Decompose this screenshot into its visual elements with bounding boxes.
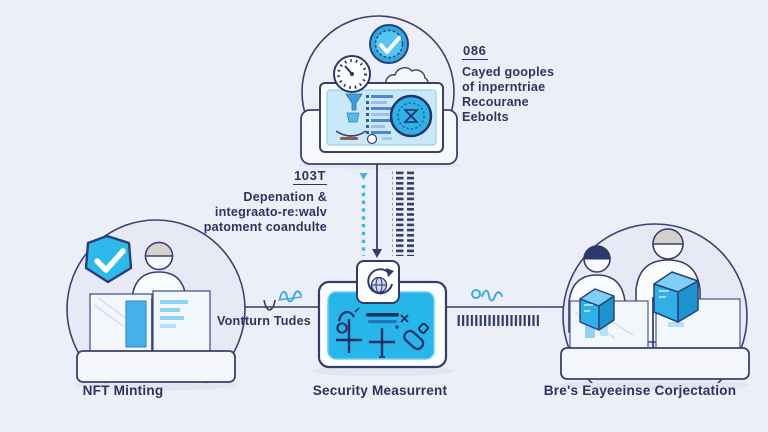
equals-cross-icon bbox=[366, 313, 399, 358]
wave-scribble-icon bbox=[481, 289, 503, 302]
connector-label: Vontturn Tudes bbox=[217, 314, 311, 328]
hourglass-icon bbox=[403, 109, 419, 123]
scribble-underline bbox=[277, 296, 303, 301]
partners-node bbox=[560, 223, 750, 383]
table bbox=[560, 347, 750, 380]
cube-icon bbox=[653, 271, 699, 323]
dotted-line-triangle bbox=[359, 173, 368, 180]
cycle-lock-icon bbox=[356, 260, 400, 304]
gauge-icon bbox=[333, 55, 371, 93]
brown-dash bbox=[340, 137, 358, 140]
cloud-icon bbox=[385, 67, 429, 86]
dashboard-node bbox=[297, 15, 461, 169]
phone-sparkle-icon bbox=[395, 314, 429, 351]
center-note: 103T Depenation & integraato-re:walv pat… bbox=[127, 167, 327, 235]
scribble-ring bbox=[471, 289, 481, 299]
down-arrowhead bbox=[372, 249, 382, 258]
note-line: Recourane bbox=[462, 95, 529, 109]
screen-text-lines bbox=[366, 95, 395, 134]
dash-column-marks bbox=[392, 171, 414, 256]
note-line: patoment coandulte bbox=[203, 220, 327, 234]
cube-icon bbox=[579, 288, 615, 331]
note-line: of inperntriae bbox=[462, 80, 546, 94]
flow-connectors bbox=[245, 164, 563, 326]
note-line: Cayed gooples bbox=[462, 65, 555, 79]
table bbox=[76, 350, 236, 383]
check-badge-icon bbox=[369, 24, 409, 64]
top-right-note: 086 Cayed gooples of inperntriae Recoura… bbox=[462, 42, 554, 125]
note-line: Eebolts bbox=[462, 110, 509, 124]
note-number: 103T bbox=[292, 168, 327, 185]
center-node-label: Security Measurrent bbox=[312, 383, 448, 398]
note-line: Depenation & bbox=[243, 190, 327, 204]
wave-scribble-icon bbox=[279, 290, 302, 303]
screen-badge-icon bbox=[389, 94, 433, 138]
shield-check-icon bbox=[84, 234, 133, 284]
small-dial-icon bbox=[366, 133, 378, 145]
left-node-label: NFT Minting bbox=[82, 383, 164, 398]
right-node-label: Bre's Eayeeinse Corjectation bbox=[543, 383, 737, 398]
note-number: 086 bbox=[462, 43, 488, 60]
nu-mark bbox=[263, 299, 276, 311]
nft-node bbox=[66, 219, 246, 383]
smile-curve bbox=[335, 130, 367, 137]
note-line: integraato-re:walv bbox=[214, 205, 327, 219]
small-blue-dash bbox=[382, 137, 392, 140]
barcode-marks-icon bbox=[457, 315, 539, 326]
hook-cross-icon bbox=[336, 307, 362, 353]
center-box-shadow bbox=[310, 365, 454, 377]
flask-icon bbox=[345, 93, 363, 123]
blue-panel bbox=[125, 300, 147, 348]
security-node bbox=[317, 260, 448, 369]
